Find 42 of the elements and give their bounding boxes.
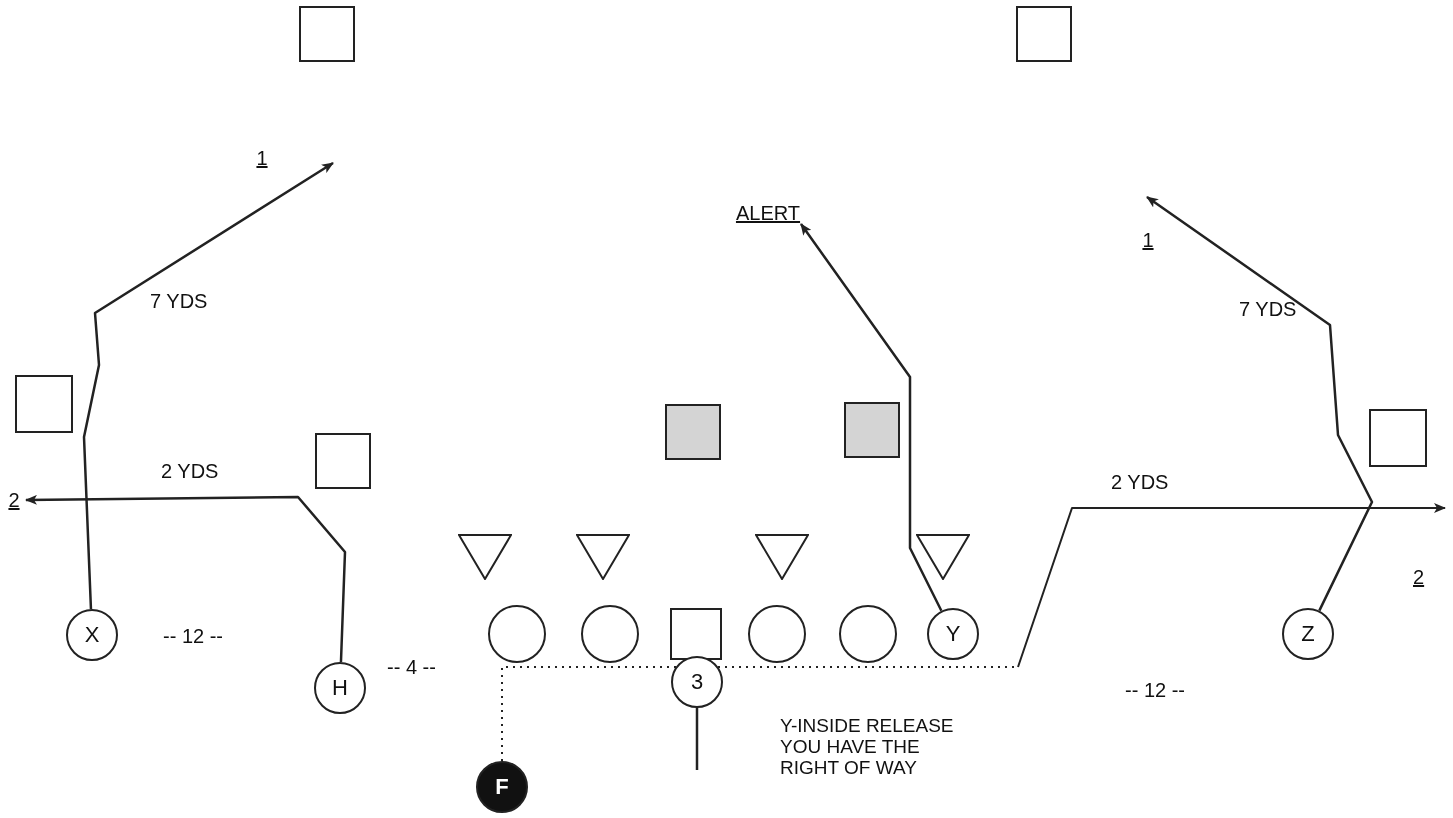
defender-square [299, 6, 355, 62]
route-arrow [25, 494, 347, 663]
route-number: 1 [1140, 227, 1156, 253]
shaded-defender-square [665, 404, 721, 460]
route-number: 2 [1413, 566, 1425, 588]
route-note: ALERT [736, 200, 800, 226]
yardage-label: 2 YDS [161, 460, 219, 482]
player-circle: Y [927, 608, 979, 660]
lineman-circle [839, 605, 897, 663]
defender-triangle [755, 534, 809, 580]
defender-square [15, 375, 73, 433]
yardage-label: 2 YDS [1111, 471, 1169, 493]
defender-square [670, 608, 722, 660]
defender-triangle [916, 534, 970, 580]
defender-triangle [576, 534, 630, 580]
route-number: 1 [254, 145, 270, 171]
spacing-label: -- 12 -- [1125, 679, 1185, 701]
player-circle: 3 [671, 656, 723, 708]
lineman-circle [488, 605, 546, 663]
route-line [695, 708, 699, 770]
player-circle: H [314, 662, 366, 714]
defender-triangle [458, 534, 512, 580]
route-arrow [800, 223, 943, 612]
route-arrow [1146, 195, 1374, 612]
defender-square [1016, 6, 1072, 62]
filled-player-circle: F [476, 761, 528, 813]
yardage-label: 7 YDS [1239, 298, 1297, 320]
defender-square [315, 433, 371, 489]
shaded-defender-square [844, 402, 900, 458]
route-number: 2 [6, 487, 22, 513]
lineman-circle [748, 605, 806, 663]
yardage-label: 7 YDS [150, 290, 208, 312]
player-circle: X [66, 609, 118, 661]
route-arrow [82, 161, 334, 610]
spacing-label: -- 12 -- [163, 625, 223, 647]
lineman-circle [581, 605, 639, 663]
dotted-route-line [717, 503, 1446, 668]
coaching-note: Y-INSIDE RELEASE YOU HAVE THE RIGHT OF WAY [780, 716, 955, 779]
dotted-route-line [501, 666, 677, 762]
spacing-label: -- 4 -- [387, 656, 436, 678]
player-circle: Z [1282, 608, 1334, 660]
defender-square [1369, 409, 1427, 467]
